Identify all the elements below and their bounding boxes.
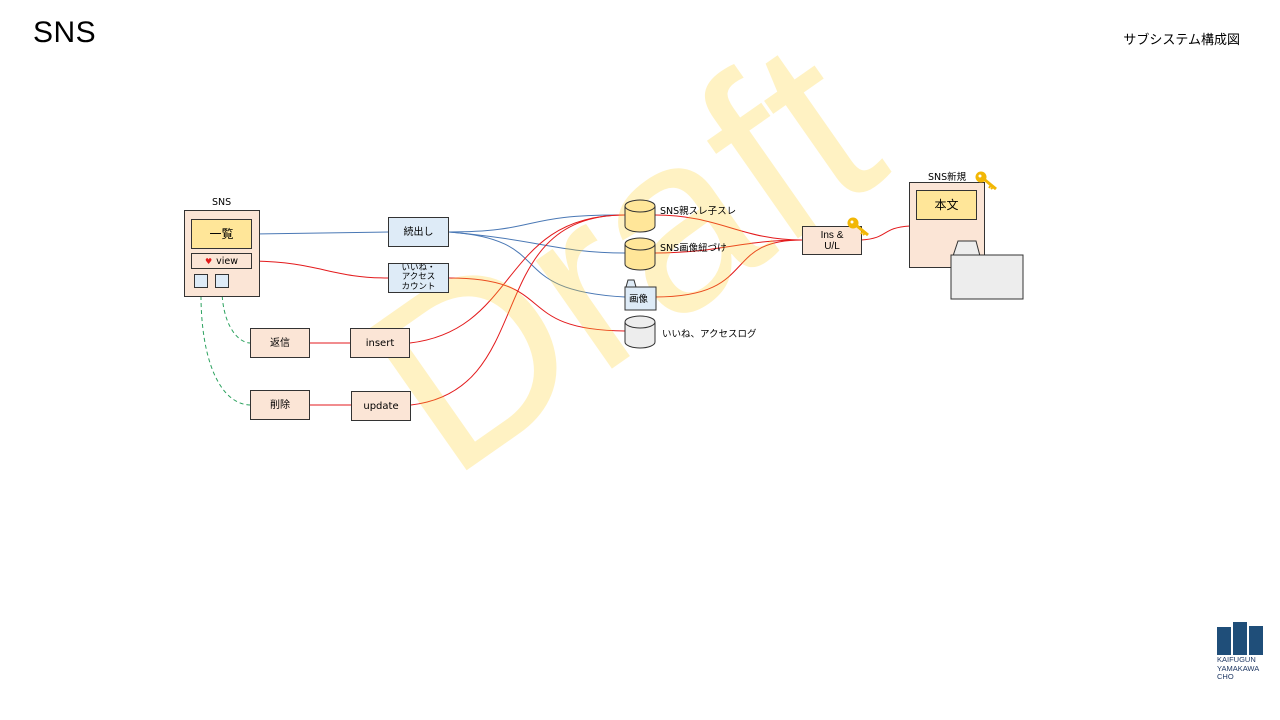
- logo-line-2: YAMAKAWA: [1217, 663, 1260, 673]
- line-list-to-read: [251, 231, 390, 235]
- logo-line-3: CHO: [1217, 672, 1234, 681]
- thread-db-label: SNS親スレ子スレ: [660, 206, 737, 217]
- view-button[interactable]: ♥ view: [191, 253, 252, 269]
- image-folder-icon: [624, 279, 657, 311]
- ins-ul-label: Ins & U/L: [820, 229, 844, 252]
- line-read-to-thread: [448, 214, 626, 233]
- delete-label: 削除: [270, 399, 290, 411]
- dashed-to-reply: [221, 288, 251, 344]
- line-image-to-insul: [654, 239, 803, 298]
- logo-text: KAIFUGUN YAMAKAWA CHO: [1217, 655, 1260, 682]
- page-subtitle: サブシステム構成図: [1123, 33, 1240, 48]
- image-link-db-icon: [624, 237, 656, 271]
- image-link-db-label: SNS画像紐づけ: [660, 243, 727, 254]
- page-title: SNS: [33, 16, 97, 49]
- line-insert-to-thread: [409, 214, 626, 344]
- like-count-label: いいね・ アクセス カウント: [401, 262, 436, 292]
- body-label: 本文: [934, 197, 959, 212]
- small-button-delete[interactable]: [194, 274, 208, 288]
- ins-ul-box: Ins & U/L: [802, 226, 862, 255]
- read-label: 続出し: [403, 226, 434, 238]
- reply-label: 返信: [270, 337, 290, 349]
- line-read-to-imagelink: [448, 231, 626, 254]
- like-log-db-label: いいね、アクセスログ: [662, 329, 757, 340]
- insert-label: insert: [365, 337, 395, 349]
- logo-line-1: KAIFUGUN: [1217, 655, 1256, 664]
- read-process: 続出し: [388, 217, 449, 247]
- thread-db-icon: [624, 199, 656, 233]
- delete-box[interactable]: 削除: [250, 390, 310, 420]
- line-imagelink-to-insul: [654, 239, 803, 254]
- line-view-to-like: [251, 260, 390, 279]
- update-box: update: [351, 391, 411, 421]
- reply-box[interactable]: 返信: [250, 328, 310, 358]
- line-thread-to-insul: [654, 214, 803, 241]
- like-log-db-icon: [624, 315, 656, 349]
- list-label: 一覧: [209, 226, 234, 241]
- small-button-reply[interactable]: [215, 274, 229, 288]
- line-read-to-image: [448, 231, 626, 298]
- line-update-to-thread: [410, 214, 626, 406]
- image-folder-label: 画像: [629, 294, 649, 305]
- kaifugun-logo-icon: [1217, 622, 1263, 655]
- view-label: view: [216, 255, 239, 267]
- line-like-to-log: [448, 277, 626, 332]
- dashed-to-delete: [200, 288, 251, 406]
- line-insul-to-new: [860, 225, 911, 241]
- upload-folder-icon: [950, 240, 1024, 300]
- heart-icon: ♥: [204, 256, 213, 266]
- like-count-process: いいね・ アクセス カウント: [388, 263, 449, 293]
- update-label: update: [363, 400, 399, 412]
- insert-box: insert: [350, 328, 410, 358]
- key-icon: [975, 171, 997, 190]
- key-icon: [847, 217, 869, 236]
- body-box[interactable]: 本文: [916, 190, 977, 220]
- list-button[interactable]: 一覧: [191, 219, 252, 249]
- sns-panel-label: SNS: [212, 197, 232, 208]
- sns-new-label: SNS新規: [928, 172, 967, 183]
